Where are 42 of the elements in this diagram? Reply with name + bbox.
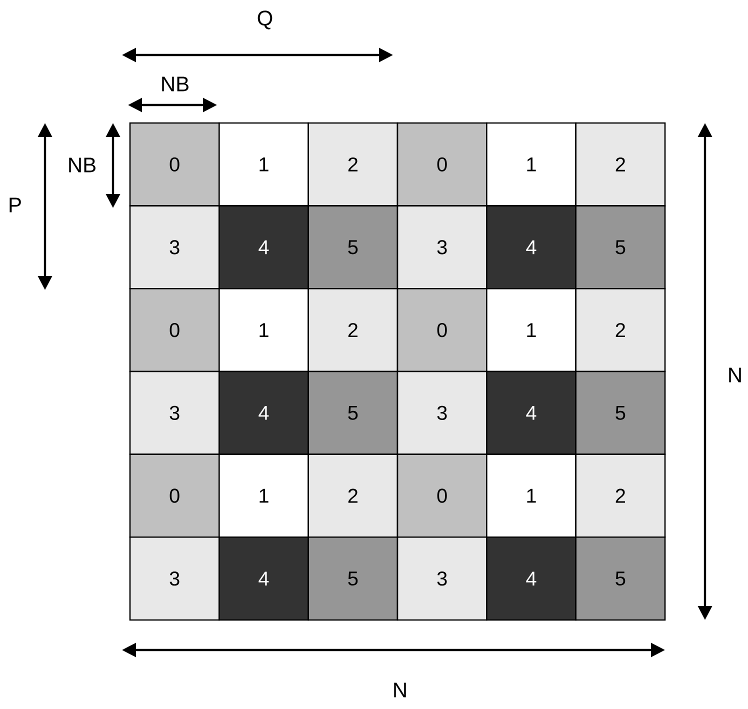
grid-cell: 3 (129, 205, 220, 290)
grid-cell: 2 (308, 288, 398, 372)
grid-cell: 3 (129, 536, 220, 621)
grid-cell: 4 (218, 370, 309, 455)
grid-cell: 0 (396, 122, 488, 206)
dimension-label: NB (162, 76, 188, 92)
grid-cell: 5 (575, 370, 666, 455)
grid-cell: 3 (396, 205, 488, 290)
grid-cell: 5 (308, 370, 398, 455)
grid-cell: 5 (575, 536, 666, 621)
dimension-label: NB (69, 158, 96, 172)
grid-cell: 2 (575, 122, 666, 206)
dimension-label: N (394, 682, 406, 698)
grid-cell: 0 (396, 288, 488, 372)
grid-cell: 4 (486, 536, 576, 621)
grid-cell: 0 (396, 454, 488, 538)
grid-cell: 4 (218, 536, 309, 621)
grid-cell: 0 (129, 454, 220, 538)
grid-cell: 1 (486, 454, 576, 538)
grid-cell: 5 (308, 205, 398, 290)
grid-cell: 3 (129, 370, 220, 455)
grid-cell: 4 (218, 205, 309, 290)
grid-cell: 0 (129, 122, 220, 206)
grid-cell: 2 (308, 122, 398, 206)
grid-cell: 3 (396, 370, 488, 455)
grid-cell: 4 (486, 205, 576, 290)
grid-cell: 1 (218, 454, 309, 538)
grid-cell: 2 (575, 454, 666, 538)
grid-cell: 4 (486, 370, 576, 455)
grid-cell: 5 (308, 536, 398, 621)
grid-cell: 3 (396, 536, 488, 621)
grid-cell: 0 (129, 288, 220, 372)
grid-cell: 5 (575, 205, 666, 290)
grid-cell: 1 (486, 122, 576, 206)
grid-cell: 1 (218, 122, 309, 206)
grid-cell: 2 (308, 454, 398, 538)
grid-cell: 2 (575, 288, 666, 372)
grid-cell: 1 (486, 288, 576, 372)
dimension-label: N (729, 368, 741, 382)
grid-cell: 1 (218, 288, 309, 372)
dimension-label: P (10, 198, 21, 212)
dimension-label: Q (258, 10, 272, 30)
